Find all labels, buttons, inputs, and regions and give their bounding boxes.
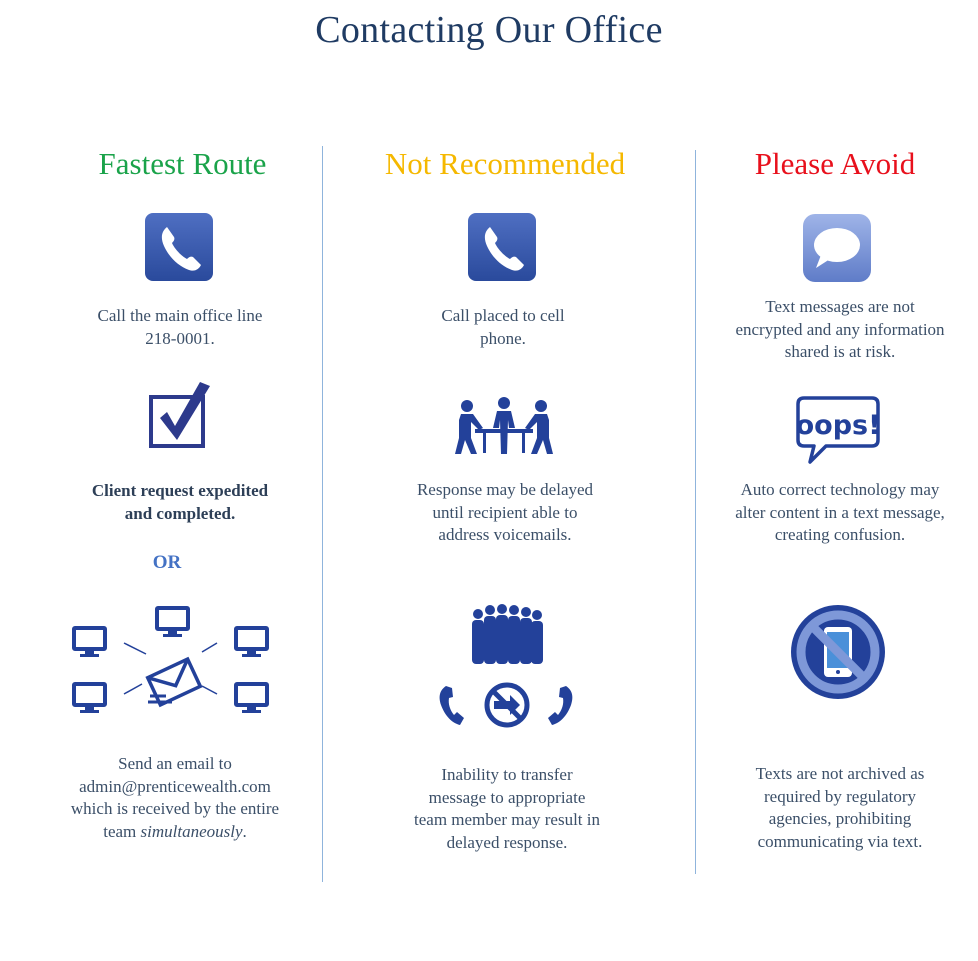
- text-line-last: team simultaneously.: [25, 821, 325, 844]
- archive-text: Texts are not archived as required by re…: [695, 763, 978, 853]
- no-phone-icon: [791, 605, 885, 699]
- oops-bubble-icon: oops!: [796, 396, 881, 464]
- text-line: Call placed to cell: [441, 306, 565, 325]
- transfer-issue-text: Inability to transfer message to appropr…: [357, 764, 657, 854]
- text-line: required by regulatory: [764, 786, 916, 806]
- text-line: message to appropriate: [428, 787, 586, 807]
- text-line: encrypted and any information: [735, 319, 945, 339]
- oops-text: oops!: [796, 410, 881, 441]
- text-line: admin@prenticewealth.com: [79, 776, 271, 796]
- text-line: agencies, prohibiting: [768, 809, 912, 828]
- email-network-icon: [72, 606, 269, 713]
- encryption-risk-text: Text messages are not encrypted and any …: [695, 296, 978, 364]
- phone-icon: [145, 213, 213, 281]
- page-title: Contacting Our Office: [315, 9, 663, 51]
- speech-bubble-icon: [803, 214, 871, 282]
- text-line: and completed.: [124, 503, 236, 523]
- text-line: phone.: [480, 328, 526, 348]
- text-line: team member may result in: [414, 810, 600, 829]
- column-divider-right: [695, 150, 696, 874]
- text-line: Client request expedited: [91, 481, 269, 500]
- heading-not-recommended: Not Recommended: [384, 146, 626, 181]
- text-line: until recipient able to: [432, 502, 578, 522]
- text-line: creating confusion.: [774, 525, 906, 544]
- text-line: address voicemails.: [438, 525, 572, 544]
- or-separator: OR: [152, 552, 182, 573]
- column-divider-left: [322, 146, 323, 882]
- text-line: Auto correct technology may: [740, 480, 940, 499]
- cell-call-text: Call placed to cell phone.: [353, 305, 653, 350]
- text-line: communicating via text.: [757, 831, 923, 851]
- checkbox-check-icon: [149, 382, 210, 448]
- text-prefix: team: [103, 821, 141, 841]
- fastest-call-text: Call the main office line 218-0001.: [30, 305, 330, 350]
- text-line: shared is at risk.: [784, 342, 896, 361]
- team-no-transfer-icon: [439, 604, 573, 728]
- meeting-table-icon: [455, 397, 553, 454]
- heading-please-avoid: Please Avoid: [754, 146, 916, 181]
- text-line: Text messages are not: [765, 297, 915, 316]
- text-emphasis: simultaneously: [140, 821, 243, 841]
- voicemail-delay-text: Response may be delayed until recipient …: [355, 479, 655, 547]
- heading-fastest-route: Fastest Route: [98, 146, 267, 181]
- text-line: Texts are not archived as: [755, 764, 925, 783]
- autocorrect-text: Auto correct technology may alter conten…: [695, 479, 978, 547]
- text-line: 218-0001.: [145, 328, 215, 348]
- text-line: Inability to transfer: [441, 765, 573, 784]
- fastest-expedited-text: Client request expedited and completed.: [30, 480, 330, 525]
- text-line: Call the main office line: [97, 306, 263, 325]
- text-line: Send an email to: [118, 754, 232, 773]
- text-line: which is received by the entire: [70, 799, 280, 818]
- text-suffix: .: [242, 821, 247, 841]
- phone-icon: [468, 213, 536, 281]
- text-line: delayed response.: [446, 832, 568, 852]
- fastest-email-text: Send an email to admin@prenticewealth.co…: [25, 753, 325, 843]
- text-line: Response may be delayed: [416, 480, 594, 499]
- text-line: alter content in a text message,: [735, 502, 945, 522]
